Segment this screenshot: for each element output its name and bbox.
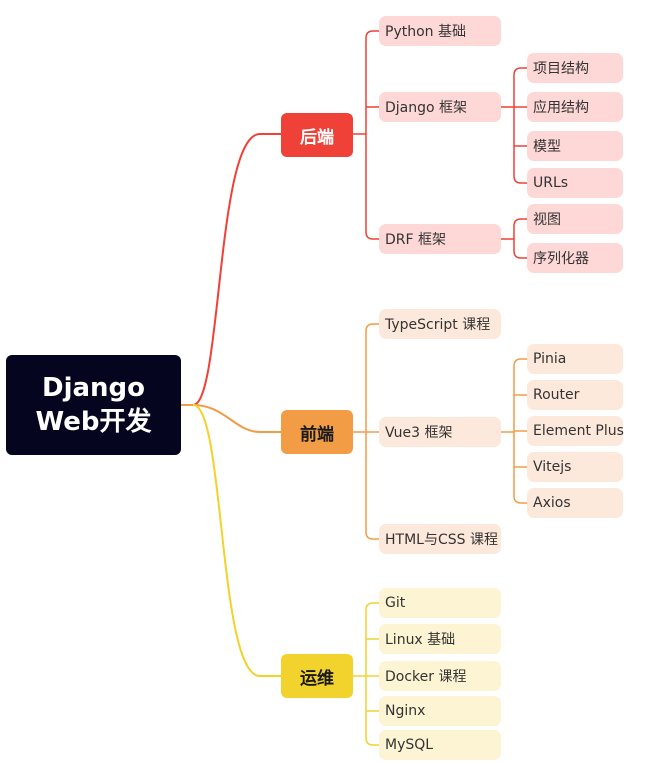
ops-links (353, 602, 379, 746)
vitejs-node[interactable]: Vitejs (527, 452, 623, 482)
docker-course-node[interactable]: Docker 课程 (379, 661, 501, 691)
django-framework-node[interactable]: Django 框架 (379, 92, 501, 122)
urls-node[interactable]: URLs (527, 168, 623, 198)
link-root-backend (192, 133, 281, 406)
serializers-node[interactable]: 序列化器 (527, 243, 623, 273)
vue3-framework-node[interactable]: Vue3 框架 (379, 417, 501, 447)
element-plus-node[interactable]: Element Plus (527, 416, 624, 446)
backend-node[interactable]: 后端 (281, 113, 353, 157)
ops-node[interactable]: 运维 (281, 654, 353, 698)
typescript-course-node[interactable]: TypeScript 课程 (379, 309, 501, 339)
router-node[interactable]: Router (527, 380, 623, 410)
axios-node[interactable]: Axios (527, 488, 623, 518)
pinia-node[interactable]: Pinia (527, 344, 623, 374)
git-node[interactable]: Git (379, 588, 501, 618)
nginx-node[interactable]: Nginx (379, 696, 501, 726)
drf-framework-node[interactable]: DRF 框架 (379, 224, 501, 254)
root-title-line2: Web开发 (35, 407, 152, 437)
python-basics-node[interactable]: Python 基础 (379, 16, 501, 46)
root-node[interactable]: Django Web开发 (6, 355, 181, 455)
link-root-frontend (181, 404, 281, 433)
frontend-node[interactable]: 前端 (281, 410, 353, 454)
link-root-ops (192, 404, 281, 677)
frontend-links (353, 323, 527, 540)
linux-basics-node[interactable]: Linux 基础 (379, 624, 501, 654)
html-css-course-node[interactable]: HTML与CSS 课程 (379, 524, 501, 554)
backend-links (353, 30, 527, 259)
mysql-node[interactable]: MySQL (379, 730, 501, 760)
root-title-line1: Django (41, 373, 146, 403)
project-structure-node[interactable]: 项目结构 (527, 53, 623, 83)
views-node[interactable]: 视图 (527, 204, 623, 234)
models-node[interactable]: 模型 (527, 131, 623, 161)
app-structure-node[interactable]: 应用结构 (527, 92, 623, 122)
